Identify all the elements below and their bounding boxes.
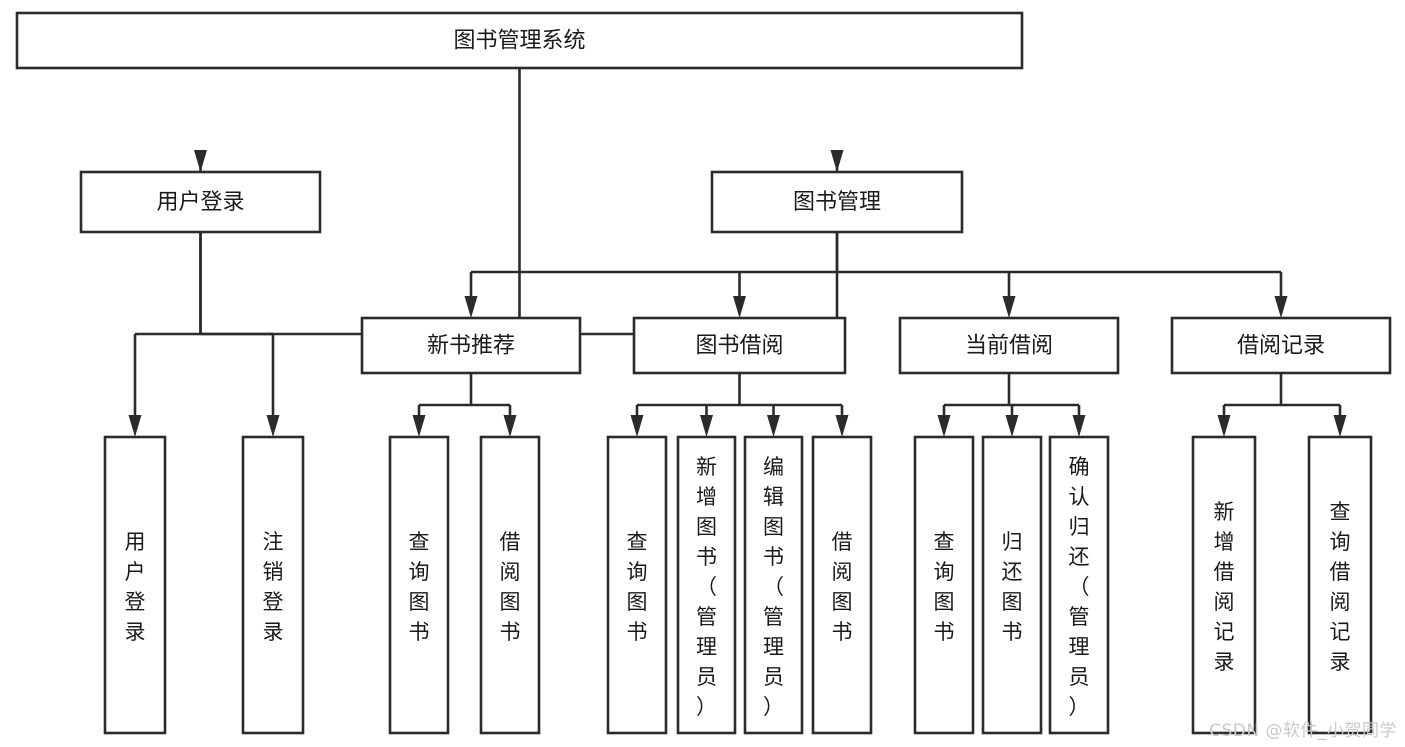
node-box[interactable] bbox=[479, 435, 541, 735]
node-box[interactable] bbox=[913, 435, 975, 735]
node-label: 查询图书 bbox=[409, 530, 430, 644]
node-box[interactable] bbox=[1048, 435, 1110, 735]
node-label: 新书推荐 bbox=[427, 334, 515, 359]
node-level3-2[interactable]: 当前借阅 bbox=[898, 316, 1120, 375]
node-leaf-7[interactable]: 借阅图书 bbox=[811, 435, 873, 735]
node-leaf-0[interactable]: 用户登录 bbox=[103, 435, 167, 735]
arrow-head bbox=[767, 415, 780, 437]
arrow-head bbox=[835, 415, 849, 437]
arrow-head bbox=[700, 415, 713, 437]
node-label: 新增图书（管理员） bbox=[696, 455, 717, 719]
node-box[interactable] bbox=[606, 435, 668, 735]
arrow-head bbox=[1333, 415, 1347, 437]
arrow-head bbox=[733, 296, 746, 318]
arrow-head bbox=[1274, 296, 1288, 318]
node-box[interactable] bbox=[1170, 316, 1392, 375]
arrow-head bbox=[1002, 296, 1016, 318]
node-label: 借阅图书 bbox=[832, 530, 853, 644]
node-box[interactable] bbox=[1307, 435, 1373, 735]
node-label: 查询图书 bbox=[627, 530, 648, 644]
node-box[interactable] bbox=[676, 435, 737, 735]
node-label: 借阅图书 bbox=[500, 530, 521, 644]
node-box[interactable] bbox=[743, 435, 804, 735]
arrow-head bbox=[1217, 415, 1231, 437]
arrow-head bbox=[937, 415, 951, 437]
node-leaf-10[interactable]: 确认归还（管理员） bbox=[1048, 435, 1110, 735]
node-label: 新增借阅记录 bbox=[1214, 500, 1235, 674]
node-box[interactable] bbox=[981, 435, 1043, 735]
arrow-head bbox=[830, 150, 844, 172]
node-leaf-9[interactable]: 归还图书 bbox=[981, 435, 1043, 735]
node-leaf-6[interactable]: 编辑图书（管理员） bbox=[743, 435, 804, 735]
node-leaf-2[interactable]: 查询图书 bbox=[388, 435, 450, 735]
node-level3-3[interactable]: 借阅记录 bbox=[1170, 316, 1392, 375]
node-level2-1[interactable]: 图书管理 bbox=[710, 170, 964, 234]
node-box[interactable] bbox=[1191, 435, 1257, 735]
node-level2-0[interactable]: 用户登录 bbox=[79, 170, 322, 234]
arrow-head bbox=[266, 415, 280, 437]
node-label: 确认归还（管理员） bbox=[1069, 455, 1090, 719]
node-leaf-11[interactable]: 新增借阅记录 bbox=[1191, 435, 1257, 735]
node-leaf-1[interactable]: 注销登录 bbox=[241, 435, 305, 735]
node-box[interactable] bbox=[898, 316, 1120, 375]
node-label: 用户登录 bbox=[156, 190, 244, 215]
arrow-head bbox=[503, 415, 517, 437]
node-label: 用户登录 bbox=[125, 530, 146, 644]
arrow-head bbox=[630, 415, 644, 437]
node-box[interactable] bbox=[241, 435, 305, 735]
connectors-layer bbox=[128, 68, 1347, 437]
node-box[interactable] bbox=[103, 435, 167, 735]
node-leaf-3[interactable]: 借阅图书 bbox=[479, 435, 541, 735]
node-level3-1[interactable]: 图书借阅 bbox=[632, 316, 847, 375]
arrow-head bbox=[464, 296, 478, 318]
node-label: 借阅记录 bbox=[1237, 334, 1325, 359]
node-box[interactable] bbox=[360, 316, 582, 375]
node-box[interactable] bbox=[710, 170, 964, 234]
node-label: 图书管理 bbox=[793, 190, 881, 215]
node-box[interactable] bbox=[632, 316, 847, 375]
node-box[interactable] bbox=[15, 11, 1024, 70]
arrow-head bbox=[194, 150, 207, 172]
node-box[interactable] bbox=[79, 170, 322, 234]
arrow-head bbox=[1072, 415, 1086, 437]
node-leaf-8[interactable]: 查询图书 bbox=[913, 435, 975, 735]
node-label: 查询借阅记录 bbox=[1330, 500, 1351, 674]
node-label: 当前借阅 bbox=[965, 334, 1053, 359]
node-box[interactable] bbox=[811, 435, 873, 735]
node-level3-0[interactable]: 新书推荐 bbox=[360, 316, 582, 375]
node-root-图书管理系统[interactable]: 图书管理系统 bbox=[15, 11, 1024, 70]
arrow-head bbox=[128, 415, 142, 437]
boxes-layer: 图书管理系统用户登录图书管理新书推荐图书借阅当前借阅借阅记录用户登录注销登录查询… bbox=[15, 11, 1392, 735]
node-label: 注销登录 bbox=[263, 530, 284, 644]
node-box[interactable] bbox=[388, 435, 450, 735]
node-label: 编辑图书（管理员） bbox=[763, 455, 784, 719]
node-leaf-12[interactable]: 查询借阅记录 bbox=[1307, 435, 1373, 735]
node-leaf-5[interactable]: 新增图书（管理员） bbox=[676, 435, 737, 735]
node-label: 图书借阅 bbox=[695, 334, 783, 359]
node-label: 查询图书 bbox=[934, 530, 955, 644]
arrow-head bbox=[1005, 415, 1019, 437]
arrow-head bbox=[412, 415, 426, 437]
node-label: 归还图书 bbox=[1002, 530, 1023, 644]
node-label: 图书管理系统 bbox=[453, 29, 585, 54]
node-leaf-4[interactable]: 查询图书 bbox=[606, 435, 668, 735]
